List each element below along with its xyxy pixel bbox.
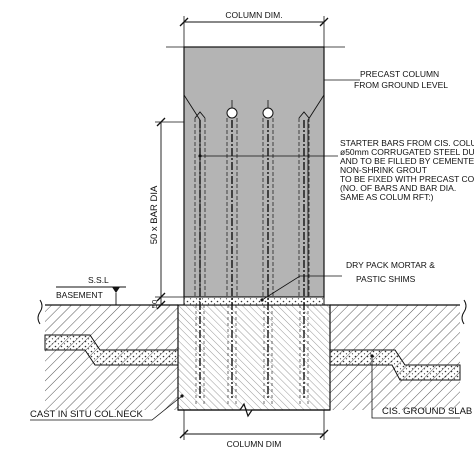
cis-ground-slab — [37, 299, 467, 381]
starter-bars-line-7: SAME AS COLUM RFT:) — [340, 192, 434, 202]
starter-bars-callout: STARTER BARS FROM CIS. COLUMN ø50mm CORR… — [198, 138, 474, 202]
cis-slab-callout: CIS. GROUND SLAB — [370, 354, 472, 419]
precast-column-callout: PRECAST COLUMN FROM GROUND LEVEL — [324, 69, 448, 90]
starter-bar-3 — [262, 100, 274, 405]
starter-bar-1 — [194, 111, 206, 405]
starter-bars-line-5: TO BE FIXED WITH PRECAST COLUMN B — [340, 174, 474, 184]
dry-pack-mortar — [183, 296, 325, 306]
starter-bar-4 — [298, 111, 310, 405]
dry-pack-line-1: DRY PACK MORTAR & — [346, 260, 435, 270]
precast-column-label-1: PRECAST COLUMN — [360, 69, 439, 79]
precast-column-label-2: FROM GROUND LEVEL — [354, 80, 448, 90]
cast-in-situ-column-neck — [177, 304, 331, 418]
basement-label: BASEMENT — [56, 290, 103, 300]
starter-bars-line-1: STARTER BARS FROM CIS. COLUMN — [340, 138, 474, 148]
column-dim-bottom-label: COLUMN DIM — [227, 439, 282, 449]
dry-pack-line-2: PASTIC SHIMS — [356, 274, 416, 284]
starter-bars-line-3: AND TO BE FILLED BY CEMENTENOUS — [340, 156, 474, 166]
dim-50-label: 50 — [150, 300, 159, 308]
cast-in-situ-callout: CAST IN SITU COL.NECK — [30, 394, 184, 421]
ssl-label: S.S.L — [88, 275, 109, 285]
starter-bar-2 — [226, 100, 238, 405]
starter-bars-line-4: NON-SHRINK GROUT — [340, 165, 427, 175]
ssl-level-marker: S.S.L BASEMENT — [56, 275, 126, 305]
column-dim-bottom: COLUMN DIM — [179, 410, 329, 449]
column-dim-top-label: COLUMN DIM. — [225, 10, 282, 20]
bar-dia-label: 50 x BAR DIA — [149, 185, 160, 244]
starter-bars-line-6: (NO. OF BARS AND BAR DIA. — [340, 183, 456, 193]
precast-column — [166, 46, 345, 298]
bar-dia-dimension: 50 x BAR DIA 50 — [149, 117, 184, 310]
column-dim-top: COLUMN DIM. — [179, 10, 329, 47]
dry-pack-callout: DRY PACK MORTAR & PASTIC SHIMS — [260, 260, 435, 302]
cast-in-situ-label: CAST IN SITU COL.NECK — [30, 409, 143, 420]
starter-bars — [194, 100, 310, 405]
starter-bars-line-2: ø50mm CORRUGATED STEEL DUCT — [340, 147, 474, 157]
cis-slab-label: CIS. GROUND SLAB — [382, 406, 472, 417]
